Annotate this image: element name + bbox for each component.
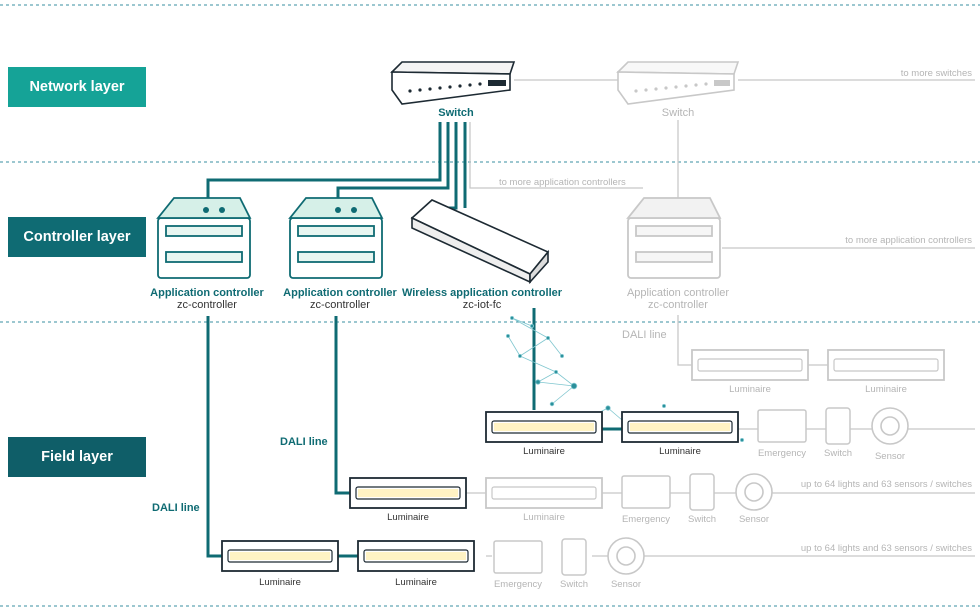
luminaire-label: Luminaire (259, 577, 301, 588)
emergency-label: Emergency (621, 514, 671, 525)
luminaire-label: Luminaire (659, 446, 701, 457)
sensor-label: Sensor (610, 579, 642, 590)
emergency-label: Emergency (757, 448, 807, 459)
layer-separators (0, 4, 980, 607)
luminaire-label: Luminaire (395, 577, 437, 588)
controller-2-model: zc-controller (310, 299, 370, 311)
row-limit-label: up to 64 lights and 63 sensors / switche… (800, 479, 972, 490)
emergency-label: Emergency (493, 579, 543, 590)
controller-1-model: zc-controller (177, 299, 237, 311)
controller-4-title: Application controller (626, 287, 730, 299)
luminaire-dali2-1 (349, 477, 467, 509)
switch-label: Switch (688, 514, 716, 525)
dali-line-2-label: DALI line (280, 436, 328, 448)
more-controllers-right-label: to more application controllers (845, 235, 972, 246)
luminaire-dali2-2 (485, 477, 603, 509)
sensor-label: Sensor (874, 451, 906, 462)
controller-4-model: zc-controller (648, 299, 708, 311)
switch-icon (561, 407, 851, 576)
app-controller-1-icon (156, 197, 252, 279)
luminaire-label: Luminaire (729, 384, 771, 395)
row-limit-label: up to 64 lights and 63 sensors / switche… (800, 543, 972, 554)
luminaire-label: Luminaire (523, 512, 565, 523)
secondary-switch-icon (616, 61, 740, 105)
more-controllers-from-switch-label: to more application controllers (499, 177, 626, 188)
dali-line-grey-label: DALI line (622, 329, 667, 341)
wireless-controller-title: Wireless application controller (401, 287, 563, 299)
wireless-controller-model: zc-iot-fc (462, 299, 502, 311)
controller-layer-label: Controller layer (8, 217, 146, 257)
luminaire-dali1-1 (221, 540, 339, 572)
emergency-icon (493, 409, 807, 574)
luminaire-dali1-2 (357, 540, 475, 572)
main-switch-icon (390, 61, 516, 105)
switch-label: Switch (560, 579, 588, 590)
sensor-label: Sensor (738, 514, 770, 525)
luminaire-grey-1 (691, 349, 809, 381)
dali-line-1-label: DALI line (152, 502, 200, 514)
luminaire-label: Luminaire (523, 446, 565, 457)
app-controller-4-icon (626, 197, 722, 279)
app-controller-2-icon (288, 197, 384, 279)
controller-2-title: Application controller (283, 287, 397, 299)
luminaire-label: Luminaire (387, 512, 429, 523)
wireless-controller-icon (410, 199, 550, 285)
luminaire-label: Luminaire (865, 384, 907, 395)
luminaire-wireless-2 (621, 411, 739, 443)
sensor-icon (607, 407, 909, 575)
controller-1-title: Application controller (150, 287, 264, 299)
wireless-mesh (505, 315, 745, 442)
switch-label: Switch (824, 448, 852, 459)
secondary-switch-label: Switch (661, 107, 695, 119)
field-layer-label: Field layer (8, 437, 146, 477)
main-switch-label: Switch (438, 107, 474, 119)
network-layer-label: Network layer (8, 67, 146, 107)
more-switches-label: to more switches (900, 68, 972, 79)
luminaire-wireless-1 (485, 411, 603, 443)
luminaire-grey-2 (827, 349, 945, 381)
